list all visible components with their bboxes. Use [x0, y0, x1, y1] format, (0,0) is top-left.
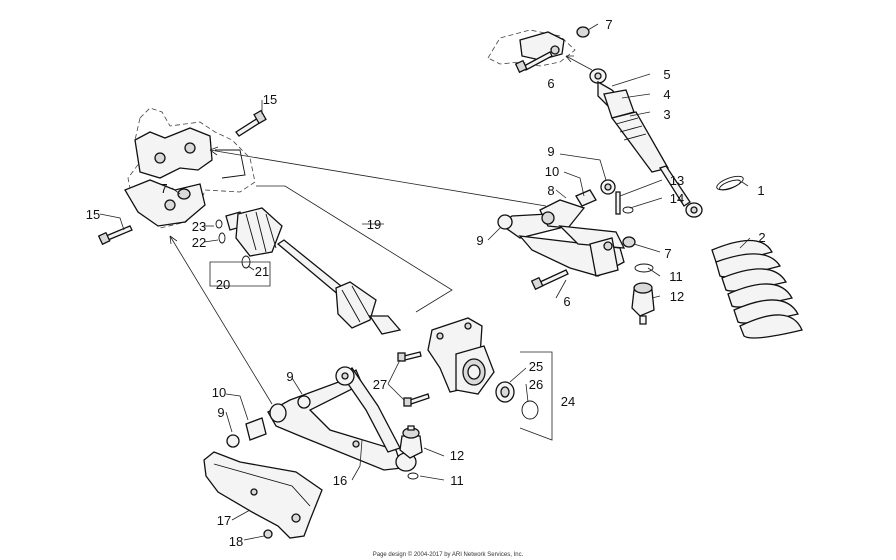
callout-20: 20 — [216, 277, 230, 292]
callout-25: 25 — [529, 359, 543, 374]
callout-18: 18 — [229, 534, 243, 549]
callout-17: 17 — [217, 513, 231, 528]
callout-7-right: 7 — [664, 246, 671, 261]
callout-9-lowerB: 9 — [217, 405, 224, 420]
bolts-and-nuts — [97, 26, 636, 539]
leader-lines — [99, 23, 751, 541]
callout-3: 3 — [663, 107, 670, 122]
callout-9-lowerA: 9 — [286, 369, 293, 384]
callout-9-upper: 9 — [547, 144, 554, 159]
callout-10-lower: 10 — [212, 385, 226, 400]
cv-axle — [225, 207, 402, 335]
callout-13: 13 — [670, 173, 684, 188]
coil-spring — [711, 239, 803, 339]
callout-26: 26 — [529, 377, 543, 392]
axle-assembly-box — [209, 185, 453, 313]
callout-4: 4 — [663, 87, 670, 102]
copyright-footer: Page design © 2004-2017 by ARI Network S… — [373, 551, 524, 558]
callout-27: 27 — [373, 377, 387, 392]
callout-12-right: 12 — [670, 289, 684, 304]
callout-23: 23 — [192, 219, 206, 234]
lower-a-arm — [226, 366, 417, 472]
steering-knuckle — [427, 317, 495, 395]
spring-retainer — [716, 175, 744, 191]
callout-15-left: 15 — [86, 207, 100, 222]
callout-11-right: 11 — [669, 269, 683, 284]
callout-14: 14 — [670, 191, 684, 206]
frame-mount-right — [487, 29, 576, 67]
frame-mount-left — [124, 107, 256, 229]
callout-10-upper: 10 — [545, 164, 559, 179]
callout-8: 8 — [547, 183, 554, 198]
ball-joint-right — [631, 263, 655, 325]
callout-7-left: 7 — [160, 181, 167, 196]
a-arm-guard — [203, 451, 323, 539]
callout-16: 16 — [333, 473, 347, 488]
callout-15-top: 15 — [263, 92, 277, 107]
upper-a-arm — [498, 199, 626, 277]
callout-24: 24 — [561, 394, 575, 409]
callout-19: 19 — [367, 217, 381, 232]
callout-9-mid: 9 — [476, 233, 483, 248]
callout-22: 22 — [192, 235, 206, 250]
assembly-arrows — [169, 55, 593, 405]
callout-5: 5 — [663, 67, 670, 82]
callout-11-lower: 11 — [450, 473, 464, 488]
callout-21: 21 — [255, 264, 269, 279]
callout-2: 2 — [758, 230, 765, 245]
callout-7-top: 7 — [605, 17, 612, 32]
upper-arm-bushings — [497, 179, 616, 230]
ball-joint-lower — [399, 425, 423, 480]
callout-1: 1 — [757, 183, 764, 198]
callout-6-top: 6 — [547, 76, 554, 91]
wheel-bearing — [495, 351, 553, 441]
shock-absorber — [589, 68, 703, 218]
callouts: 1 2 3 4 5 6 6 7 7 7 8 9 9 9 9 10 10 11 1… — [86, 17, 766, 549]
callout-12-lower: 12 — [450, 448, 464, 463]
callout-6-right: 6 — [563, 294, 570, 309]
